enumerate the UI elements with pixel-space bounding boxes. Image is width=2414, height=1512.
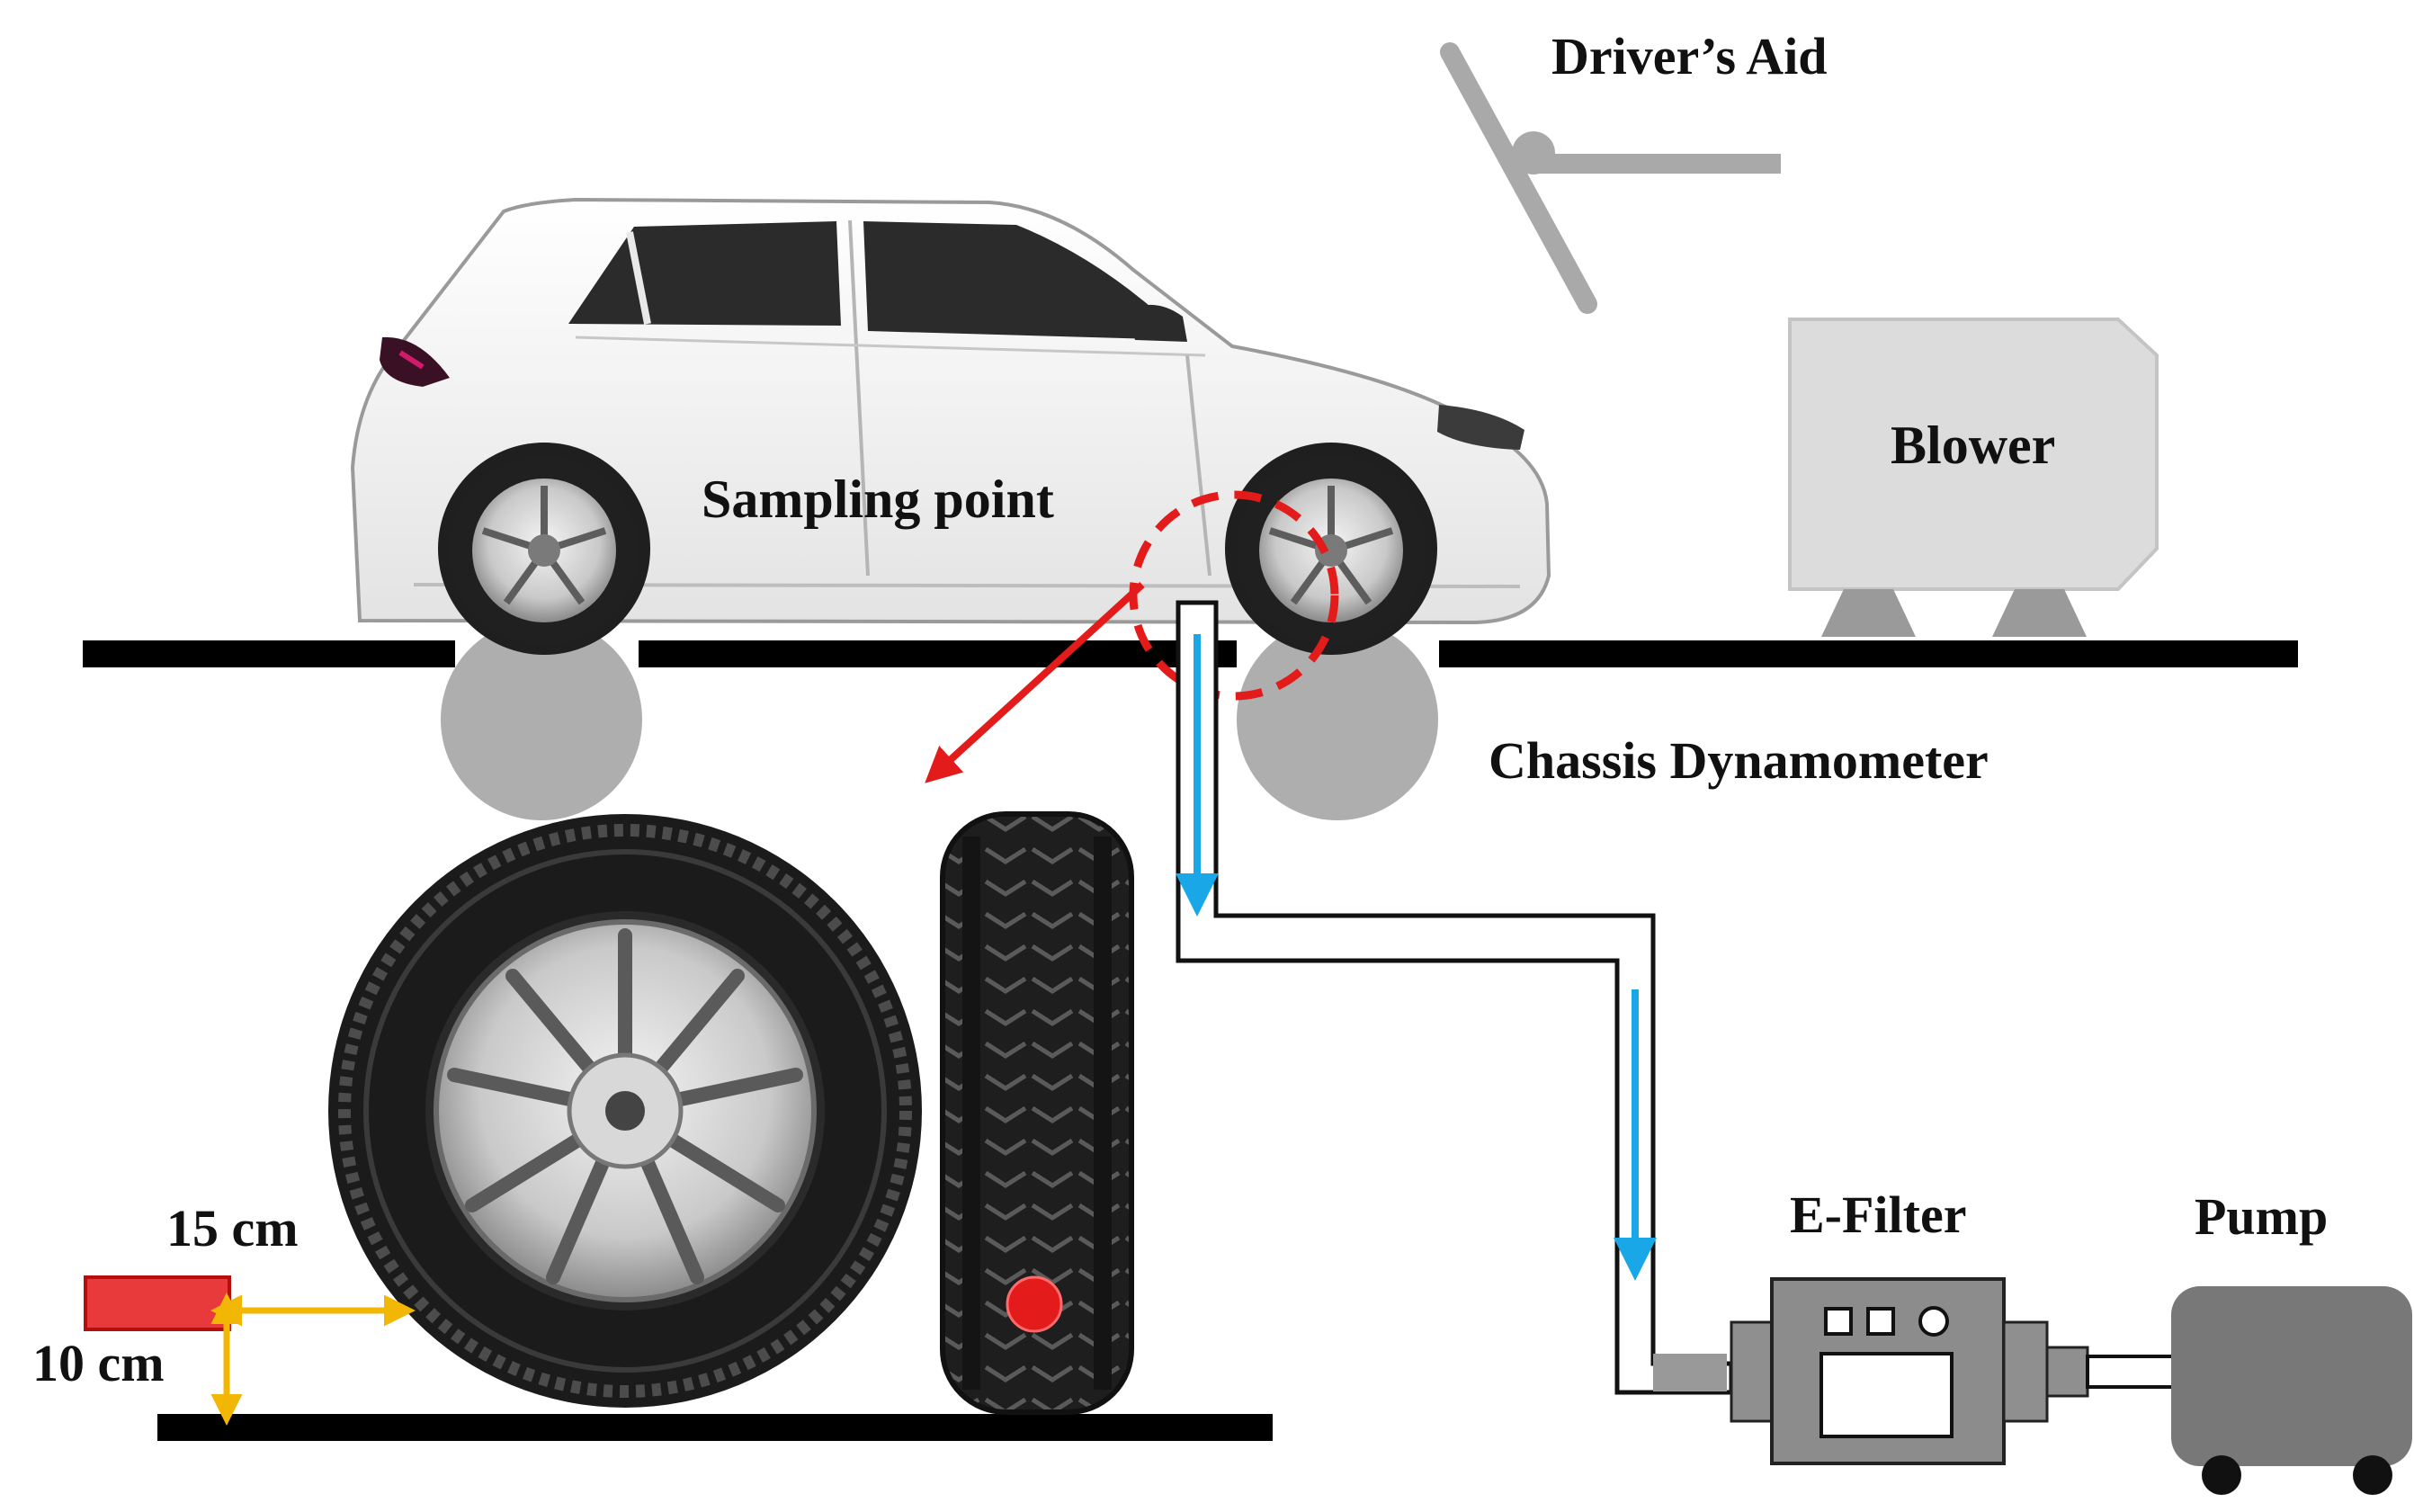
dynamometer-rollers — [441, 619, 1438, 820]
sampling-location-dot — [1006, 1275, 1063, 1333]
e-filter-icon — [1653, 1277, 2089, 1465]
blower-icon — [1788, 318, 2159, 637]
rear-roller — [441, 619, 642, 820]
lower-floor-line — [157, 1414, 1273, 1441]
dimension-vertical-label: 10 cm — [32, 1334, 165, 1392]
sampling-point-label: Sampling point — [702, 470, 1054, 529]
drivers-aid-fan-icon — [1440, 42, 1781, 314]
chassis-dynamometer-label: Chassis Dynamometer — [1489, 731, 1989, 790]
rear-car-wheel-icon — [450, 456, 639, 645]
hatchback-car-icon — [350, 197, 1551, 655]
front-roller — [1237, 619, 1438, 820]
pump-icon — [2171, 1286, 2412, 1495]
tire-tread-view-icon — [940, 811, 1134, 1415]
sampling-pointer-arrow — [925, 582, 1145, 783]
e-filter-label: E-Filter — [1790, 1185, 1966, 1244]
pump-label: Pump — [2195, 1187, 2328, 1246]
sampling-inlet — [84, 1275, 231, 1331]
pump-connection-pipe — [2086, 1355, 2177, 1389]
blower-label: Blower — [1891, 416, 2055, 475]
tire-side-view-icon — [328, 814, 922, 1408]
drivers-aid-label: Driver’s Aid — [1551, 27, 1828, 85]
floor — [83, 640, 2298, 667]
dimension-horizontal-label: 15 cm — [166, 1199, 299, 1257]
